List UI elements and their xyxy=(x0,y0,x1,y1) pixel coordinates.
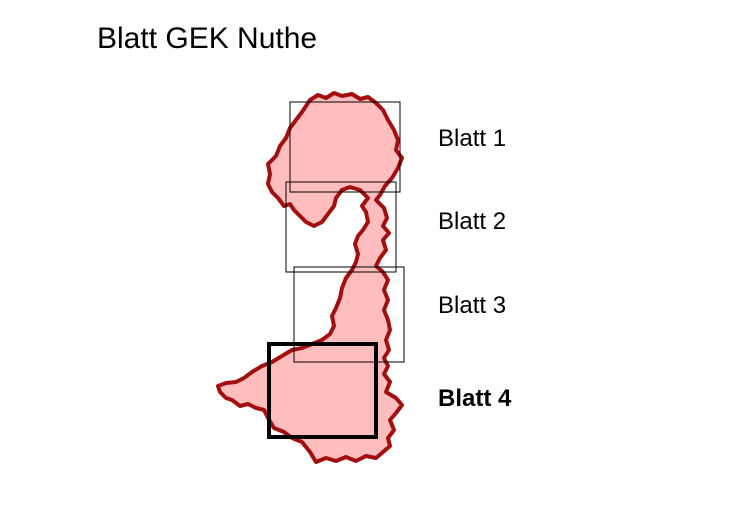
sheet-frame-1[interactable] xyxy=(289,101,401,193)
sheet-label-3[interactable]: Blatt 3 xyxy=(438,292,507,319)
map-title: Blatt GEK Nuthe xyxy=(97,22,318,55)
sheet-frame-2[interactable] xyxy=(285,181,397,273)
sheet-frame-3[interactable] xyxy=(293,266,405,363)
sheet-label-4[interactable]: Blatt 4 xyxy=(438,385,512,412)
sheet-label-1[interactable]: Blatt 1 xyxy=(438,125,507,152)
sheet-frame-4[interactable] xyxy=(267,342,378,439)
sheet-label-2[interactable]: Blatt 2 xyxy=(438,208,507,235)
